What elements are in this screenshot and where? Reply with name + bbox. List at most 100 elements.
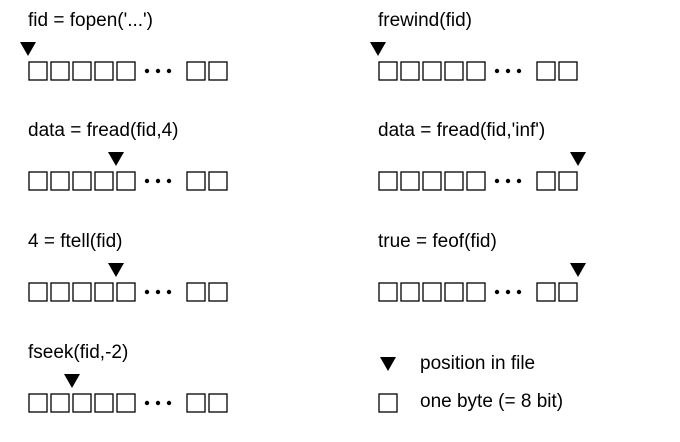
byte-box-icon <box>378 393 398 413</box>
legend-pointer-label: position in file <box>420 353 536 374</box>
panel-fread-inf: data = fread(fid,'inf') <box>378 120 678 220</box>
byte-box <box>208 171 228 191</box>
file-position-pointer <box>20 42 36 56</box>
file-strip <box>28 374 228 413</box>
panel-feof: true = feof(fid) <box>378 231 678 331</box>
byte-box <box>400 282 420 302</box>
ellipsis-dot <box>166 289 172 295</box>
byte-box <box>50 282 70 302</box>
byte-box <box>466 171 486 191</box>
panel-ftell: 4 = ftell(fid) <box>28 231 328 331</box>
byte-box <box>94 282 114 302</box>
panel-fread-4: data = fread(fid,4) <box>28 120 328 220</box>
byte-box <box>50 393 70 413</box>
byte-box <box>116 282 136 302</box>
ellipsis-dot <box>144 68 150 74</box>
ellipsis-dot <box>166 400 172 406</box>
byte-box <box>378 282 398 302</box>
file-strip <box>378 152 586 191</box>
byte-box <box>50 61 70 81</box>
byte-box <box>444 61 464 81</box>
file-strip <box>370 42 578 81</box>
ellipsis-dot <box>505 289 511 295</box>
ellipsis-dot <box>144 400 150 406</box>
panel-fseek: fseek(fid,-2) <box>28 342 328 442</box>
byte-box <box>400 171 420 191</box>
file-strip <box>28 152 228 191</box>
byte-box <box>28 282 48 302</box>
byte-box <box>94 61 114 81</box>
byte-box <box>466 282 486 302</box>
byte-box <box>208 282 228 302</box>
byte-box <box>28 171 48 191</box>
ellipsis-dot <box>505 68 511 74</box>
byte-box <box>28 393 48 413</box>
byte-box <box>208 61 228 81</box>
file-position-pointer <box>570 152 586 166</box>
ellipsis-dot <box>505 178 511 184</box>
ellipsis-dot <box>144 289 150 295</box>
ellipsis-dot <box>494 178 500 184</box>
byte-box <box>72 393 92 413</box>
ellipsis-dot <box>494 68 500 74</box>
byte-box <box>378 171 398 191</box>
panel-fopen: fid = fopen('...') <box>20 10 328 110</box>
file-position-pointer <box>570 263 586 277</box>
legend-byte-label: one byte (= 8 bit) <box>420 391 564 412</box>
file-position-pointer <box>64 374 80 388</box>
byte-box <box>72 171 92 191</box>
byte-box <box>116 61 136 81</box>
byte-box <box>94 171 114 191</box>
byte-box <box>50 171 70 191</box>
file-strip <box>378 263 586 302</box>
byte-box <box>116 393 136 413</box>
byte-box <box>28 61 48 81</box>
legend-byte: one byte (= 8 bit) <box>378 391 658 415</box>
byte-box <box>186 393 206 413</box>
byte-box <box>558 171 578 191</box>
ellipsis-dot <box>516 178 522 184</box>
ellipsis-dot <box>144 178 150 184</box>
byte-box <box>186 282 206 302</box>
byte-box <box>444 171 464 191</box>
byte-box <box>72 61 92 81</box>
byte-box <box>186 171 206 191</box>
byte-box <box>536 282 556 302</box>
command-label: data = fread(fid,4) <box>28 120 179 141</box>
file-strip <box>28 263 228 302</box>
byte-box <box>72 282 92 302</box>
legend-pointer: position in file <box>378 353 658 377</box>
command-label: data = fread(fid,'inf') <box>378 120 546 141</box>
ellipsis-dot <box>155 178 161 184</box>
ellipsis-dot <box>155 289 161 295</box>
ellipsis-dot <box>166 68 172 74</box>
byte-box <box>400 61 420 81</box>
byte-box <box>94 393 114 413</box>
byte-box <box>558 282 578 302</box>
byte-box <box>536 61 556 81</box>
byte-box <box>466 61 486 81</box>
file-strip <box>20 42 228 81</box>
byte-box <box>422 282 442 302</box>
command-label: 4 = ftell(fid) <box>28 231 123 252</box>
ellipsis-dot <box>166 178 172 184</box>
command-label: frewind(fid) <box>378 10 472 31</box>
file-position-pointer <box>108 263 124 277</box>
byte-box <box>116 171 136 191</box>
byte-box <box>536 171 556 191</box>
command-label: fseek(fid,-2) <box>28 342 129 363</box>
byte-box <box>186 61 206 81</box>
ellipsis-dot <box>494 289 500 295</box>
ellipsis-dot <box>516 68 522 74</box>
byte-box <box>422 61 442 81</box>
byte-box <box>422 171 442 191</box>
byte-box <box>378 61 398 81</box>
file-position-pointer <box>108 152 124 166</box>
command-label: true = feof(fid) <box>378 231 497 252</box>
command-label: fid = fopen('...') <box>28 10 154 31</box>
ellipsis-dot <box>155 68 161 74</box>
ellipsis-dot <box>516 289 522 295</box>
byte-box <box>558 61 578 81</box>
pointer-triangle-icon <box>380 357 396 371</box>
panel-frewind: frewind(fid) <box>370 10 678 110</box>
